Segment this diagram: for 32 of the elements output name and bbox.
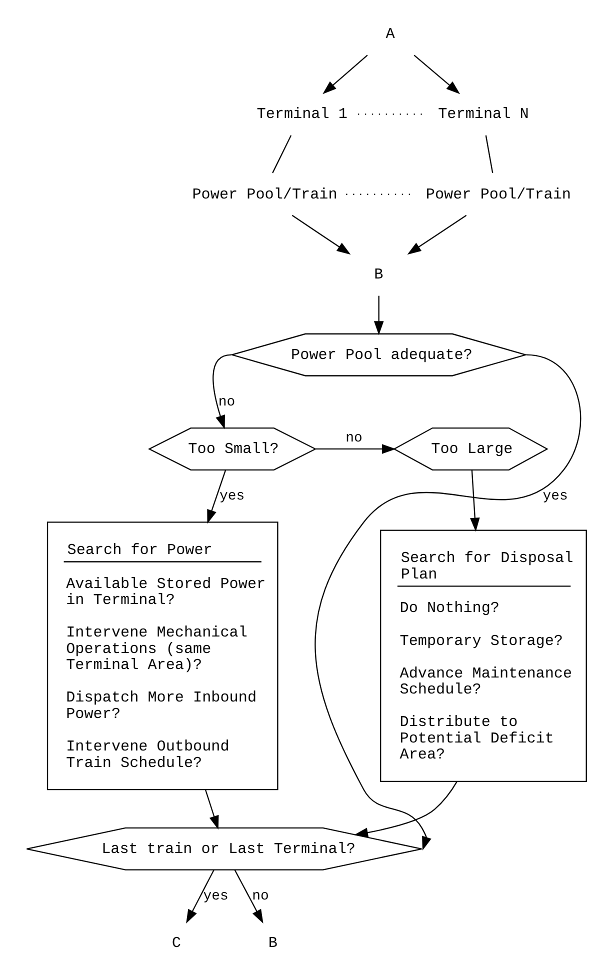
node-text: A xyxy=(386,24,395,43)
node-text: Terminal 1 xyxy=(256,105,348,124)
arrow xyxy=(314,354,582,851)
node-box: Search for Disposal Plan Do Nothing? Temporary Storage? Advance Maintenance Schedule? Distribute to Potential Deficit Area? xyxy=(380,530,587,782)
node-text: Power Pool/Train xyxy=(426,185,571,204)
arrow xyxy=(414,54,460,94)
edge-label: yes xyxy=(220,488,245,505)
arrow xyxy=(234,870,264,924)
arrow xyxy=(212,354,232,430)
arrow xyxy=(354,781,458,838)
arrow xyxy=(322,54,368,94)
node-box: Search for Power Available Stored Power in Terminal? Intervene Mechanical Operations (same Terminal Area)? Dispatch More Inbound Power? Intervene Outbound Train Schedule? xyxy=(46,522,278,790)
arrow xyxy=(470,470,480,532)
arrow xyxy=(316,444,396,454)
node-text: Power Pool/Train xyxy=(192,185,338,204)
edge-label: yes xyxy=(542,488,568,505)
arrow xyxy=(186,870,214,924)
arrow xyxy=(374,296,384,336)
node-text: C xyxy=(172,934,181,952)
arrow xyxy=(207,470,226,524)
edge-label: no xyxy=(252,888,269,905)
connector xyxy=(485,135,494,174)
node-text: Terminal N xyxy=(438,105,529,124)
arrow xyxy=(292,214,351,255)
connector xyxy=(272,135,292,174)
edge-label: yes xyxy=(203,888,228,905)
arrow xyxy=(205,790,219,830)
node-text: B xyxy=(268,934,278,952)
node-text: B xyxy=(374,266,384,284)
arrow xyxy=(407,214,467,255)
edge-label: no xyxy=(346,430,362,447)
edge-label: no xyxy=(218,394,236,410)
